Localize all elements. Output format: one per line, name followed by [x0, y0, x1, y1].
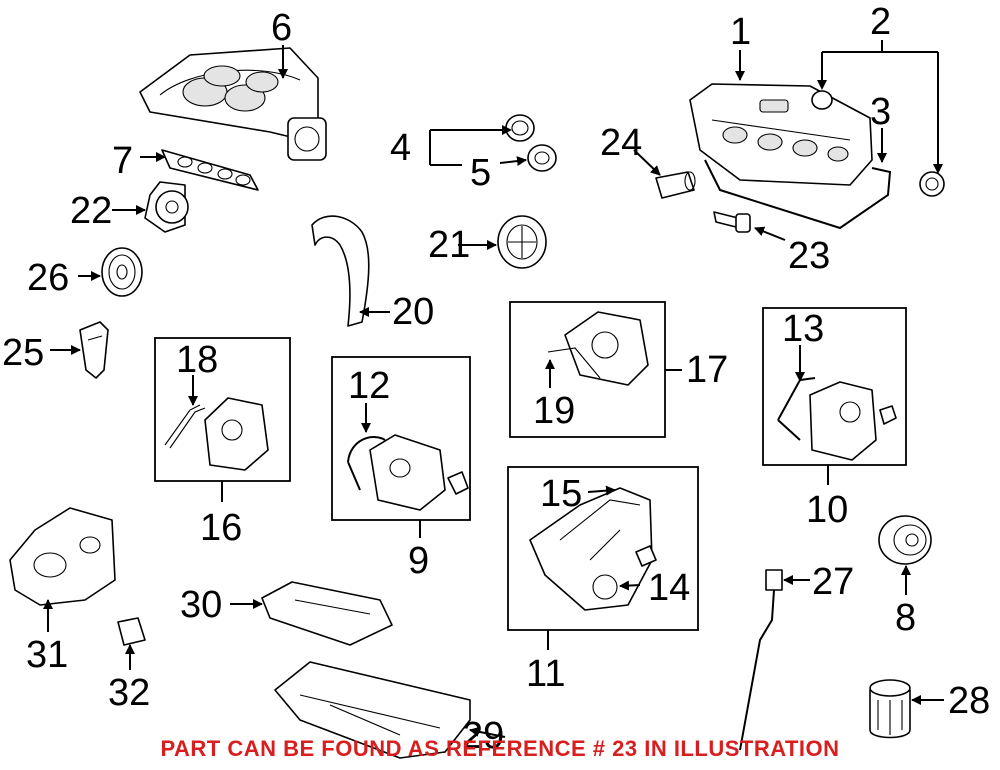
part-8-crank-pulley: [878, 515, 932, 565]
part-2-grommet: [811, 90, 945, 197]
part-10-timing-cover-assembly: [777, 377, 897, 461]
leader-lines: [43, 40, 944, 738]
callout-14: 14: [648, 567, 690, 609]
callout-13: 13: [782, 308, 824, 350]
part-29-oil-pan: [274, 661, 471, 759]
callout-21: 21: [428, 224, 470, 266]
callout-20: 20: [392, 291, 434, 333]
reference-notice: PART CAN BE FOUND AS REFERENCE # 23 IN I…: [160, 736, 840, 761]
callout-15: 15: [540, 473, 582, 515]
part-5-seal: [527, 144, 557, 172]
part-4-cap: [505, 114, 535, 142]
callout-31: 31: [26, 634, 68, 676]
part-11-timing-cover-assembly: [529, 487, 657, 611]
callout-16: 16: [200, 507, 242, 549]
box-10: [762, 307, 907, 466]
callout-32: 32: [108, 672, 150, 714]
callout-6: 6: [271, 7, 292, 49]
part-1-valve-cover: [689, 83, 873, 186]
callout-17: 17: [686, 349, 728, 391]
callout-28: 28: [948, 680, 990, 722]
callout-11: 11: [526, 653, 565, 695]
callout-27: 27: [812, 561, 854, 603]
part-32-plug: [117, 617, 146, 646]
part-17-timing-cover-assembly: [547, 311, 649, 386]
callout-23: 23: [788, 235, 830, 277]
callout-7: 7: [112, 140, 133, 182]
part-9-timing-cover-assembly: [347, 434, 469, 511]
part-25-sensor: [79, 321, 109, 379]
callout-9: 9: [408, 540, 429, 582]
part-16-timing-cover-assembly: [164, 397, 269, 471]
part-31-oil-pump: [9, 507, 116, 606]
part-30-baffle-plate: [261, 581, 393, 646]
callout-8: 8: [895, 597, 916, 639]
callout-2: 2: [870, 1, 891, 43]
part-24-fitting: [655, 171, 696, 199]
part-21-gear: [497, 215, 547, 269]
part-20-timing-belt: [311, 215, 370, 327]
callout-26: 26: [27, 257, 69, 299]
callout-4: 4: [390, 127, 411, 169]
part-7-intake-gasket: [161, 149, 259, 191]
part-23-bolt: [713, 211, 751, 233]
callout-19: 19: [533, 390, 575, 432]
part-22-idler-pulley: [144, 181, 189, 233]
callout-25: 25: [2, 332, 44, 374]
part-6-intake-manifold: [139, 47, 327, 161]
part-28-oil-filter: [869, 679, 911, 739]
box-9: [331, 356, 471, 521]
callout-18: 18: [176, 339, 218, 381]
callout-30: 30: [180, 584, 222, 626]
part-26-pulley: [101, 247, 143, 297]
part-3-valve-cover-gasket: [704, 159, 892, 230]
box-11: [507, 466, 699, 631]
callout-10: 10: [806, 489, 848, 531]
callout-22: 22: [70, 190, 112, 232]
callout-24: 24: [600, 122, 642, 164]
callout-1: 1: [730, 11, 751, 53]
callout-29: 29: [462, 715, 504, 757]
callout-3: 3: [870, 91, 891, 133]
callout-5: 5: [470, 152, 491, 194]
part-27-dipstick: [739, 569, 783, 751]
callout-12: 12: [348, 365, 390, 407]
